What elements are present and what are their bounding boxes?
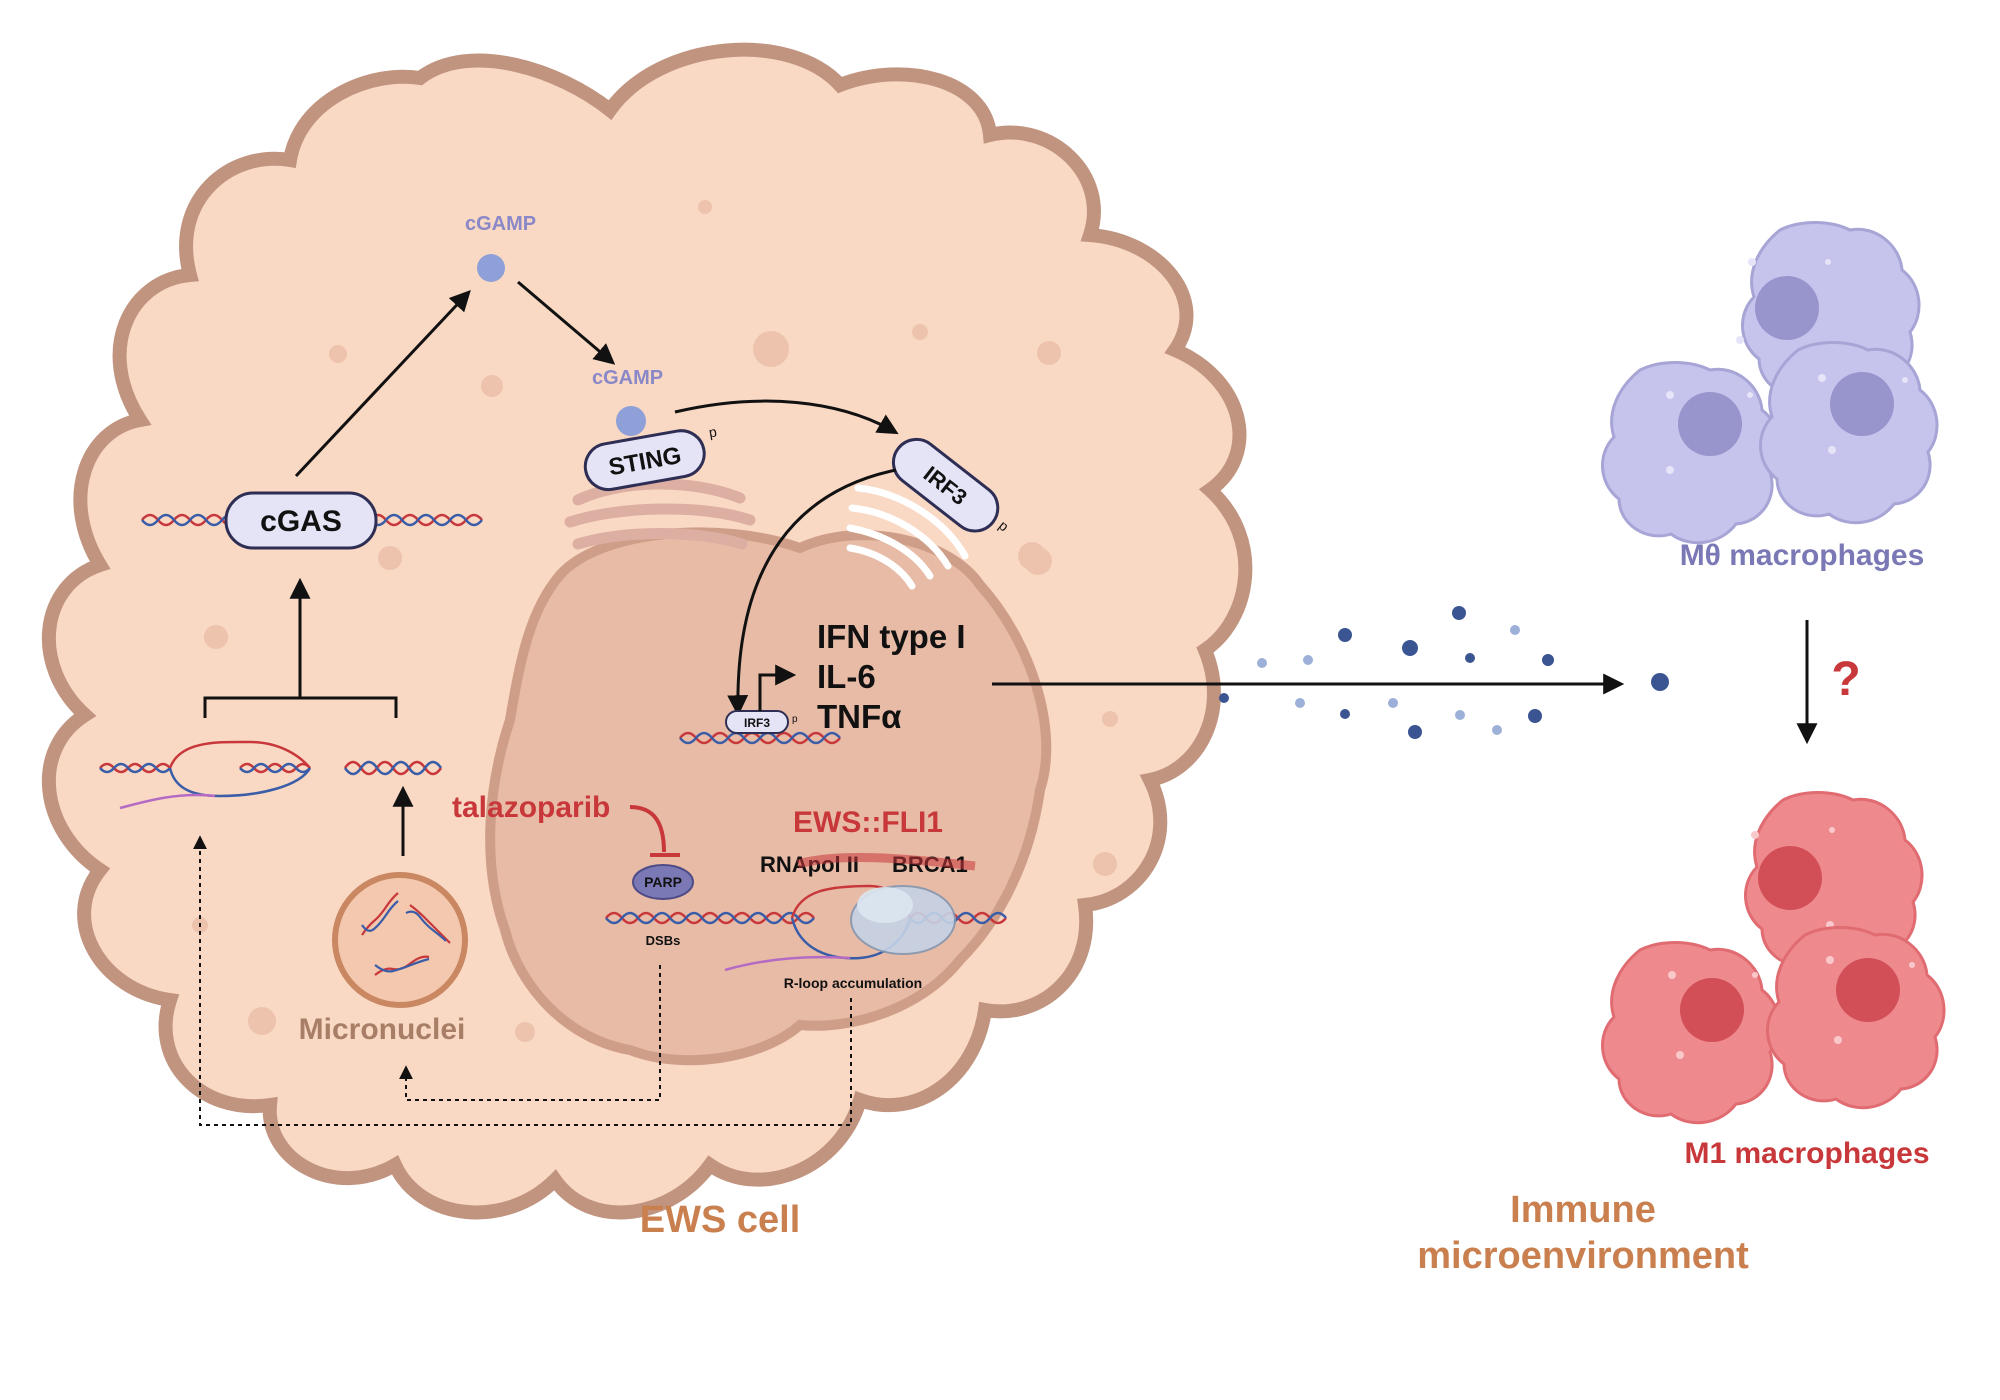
cgas-protein: cGAS	[224, 491, 378, 550]
er-membrane-sting	[564, 478, 756, 550]
rna-polymerase	[850, 885, 956, 955]
cgamp-top-molecule	[477, 254, 505, 282]
rloop-dna-left	[99, 740, 312, 810]
cgamp-top-label: cGAMP	[465, 213, 536, 235]
rloop-label: R-loop accumulation	[784, 975, 922, 991]
ews-fli1-band	[796, 853, 976, 871]
question-mark: ?	[1831, 653, 1860, 706]
sting-phospho: p	[708, 423, 719, 440]
arrow-cgas-to-cgamp	[294, 289, 471, 478]
promoter-dna	[679, 731, 841, 745]
ews-cell	[41, 42, 1253, 1220]
m1-macrophage-left	[1601, 941, 1781, 1125]
talazoparib-inhibition	[629, 805, 666, 853]
irf3-bound-protein: IRF3 p	[725, 710, 798, 734]
sting-protein: STING p	[583, 423, 719, 492]
micronucleus	[332, 872, 468, 1008]
ews-fli1-label: EWS::FLI1	[793, 806, 943, 839]
m0-macrophage-left	[1601, 361, 1781, 545]
irf3-protein: IRF3 p	[891, 437, 1012, 535]
cgas-label: cGAS	[260, 505, 342, 538]
parp-label: PARP	[644, 874, 682, 890]
er-membrane-irf3	[846, 484, 969, 590]
micronuclei-label: Micronuclei	[299, 1013, 466, 1046]
arrow-cgamp-to-sting	[517, 280, 616, 365]
vesicles	[192, 200, 1118, 1042]
irf3-small-label: IRF3	[744, 716, 770, 730]
parp-protein: PARP	[632, 864, 694, 900]
irf3-small-phospho: p	[792, 714, 798, 725]
dotted-feedback-paths	[193, 835, 852, 1126]
talazoparib-label: talazoparib	[452, 791, 610, 824]
bracket-sources	[203, 696, 398, 718]
ifn-type1-label: IFN type I	[817, 618, 966, 655]
il6-label: IL-6	[817, 658, 876, 695]
m1-macrophage-right	[1766, 926, 1946, 1110]
cytokine-particles	[1219, 606, 1669, 739]
arrow-irf3-to-dna	[727, 468, 897, 717]
cgamp-sting-label: cGAMP	[592, 367, 663, 389]
immune-label-line1: Immune	[1510, 1189, 1656, 1231]
tnfa-label: TNFα	[817, 698, 901, 735]
dna-fragment-right	[343, 760, 443, 776]
m0-macrophages-label: Mθ macrophages	[1680, 539, 1925, 572]
m0-macrophage-right	[1759, 341, 1939, 525]
dsbs-label: DSBs	[646, 933, 681, 948]
cgamp-bound-molecule	[616, 406, 646, 436]
m1-macrophages-label: M1 macrophages	[1684, 1137, 1929, 1170]
arrow-sting-to-irf3	[674, 399, 899, 435]
immune-label-line2: microenvironment	[1417, 1235, 1749, 1277]
transcription-start-arrow	[758, 664, 797, 711]
ews-cell-label: EWS cell	[640, 1199, 801, 1241]
